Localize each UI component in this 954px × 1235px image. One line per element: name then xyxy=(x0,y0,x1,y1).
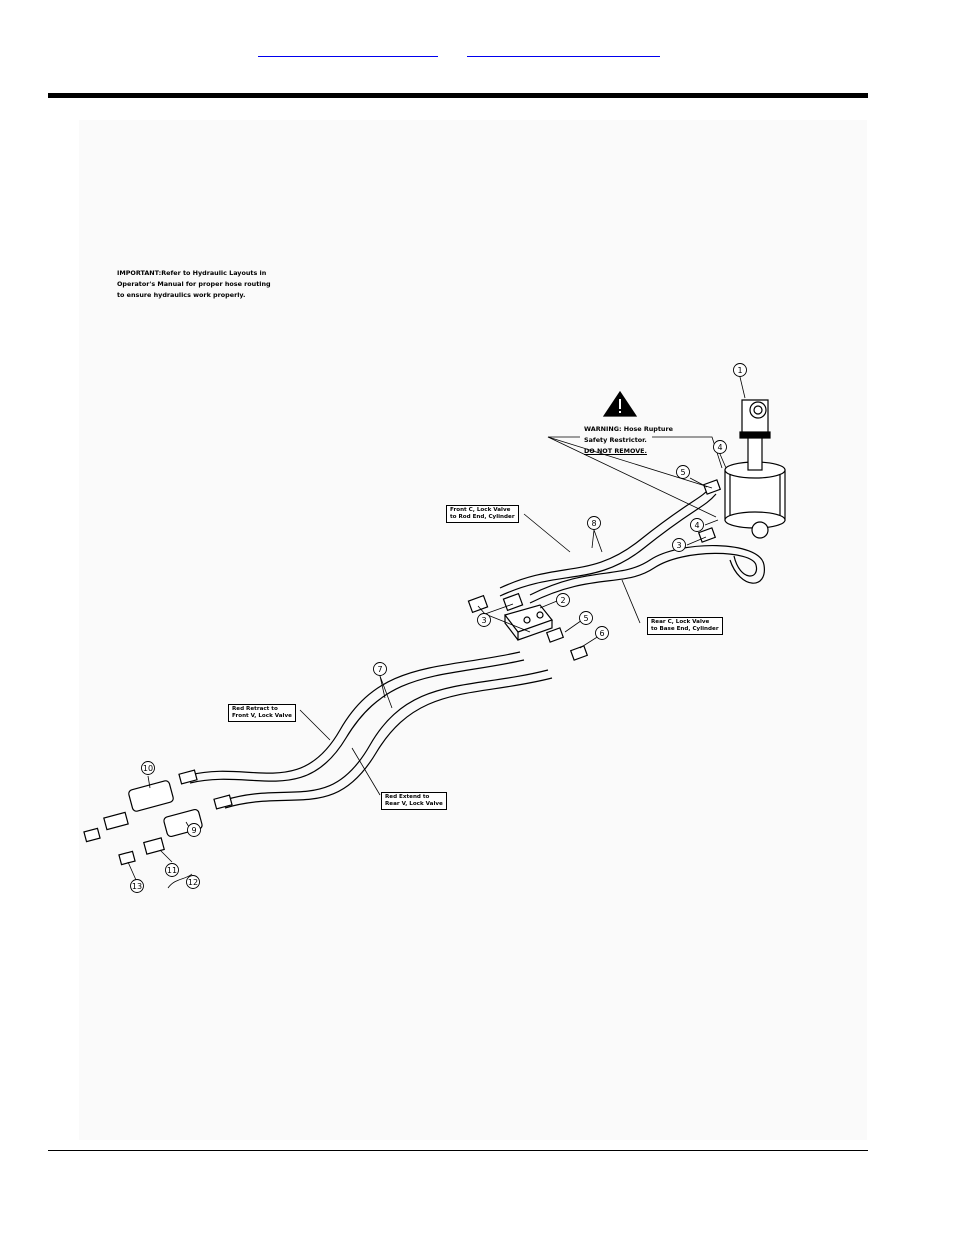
callout-leaders xyxy=(127,376,746,889)
warning-text: WARNING: Hose Rupture Safety Restrictor.… xyxy=(584,424,673,457)
label-rear-c-line-1: Rear C, Lock Valve xyxy=(651,619,710,625)
hose-8 xyxy=(499,485,765,604)
label-red-retract-line-2: Front V, Lock Valve xyxy=(232,713,292,719)
label-rear-c: Rear C, Lock Valve to Base End, Cylinder xyxy=(647,617,723,635)
label-red-extend-line-2: Rear V, Lock Valve xyxy=(385,801,443,807)
callout-4b: 4 xyxy=(694,521,699,530)
label-front-c-line-2: to Rod End, Cylinder xyxy=(450,514,515,520)
warning-line-1: WARNING: Hose Rupture xyxy=(584,425,673,433)
callout-3b: 3 xyxy=(676,541,681,550)
fittings xyxy=(178,479,722,810)
label-rear-c-line-2: to Base End, Cylinder xyxy=(651,626,719,632)
hose-7 xyxy=(189,651,553,809)
label-front-c: Front C, Lock Valve to Rod End, Cylinder xyxy=(446,505,519,523)
hydraulic-cylinder xyxy=(724,399,786,539)
nav-link-1[interactable] xyxy=(258,42,438,57)
diagram-panel xyxy=(79,120,867,1140)
quick-couplers xyxy=(83,780,203,866)
warning-line-2: Safety Restrictor. xyxy=(584,436,647,444)
callout-13: 13 xyxy=(132,882,142,891)
nav-link-2[interactable] xyxy=(467,42,660,57)
callout-12: 12 xyxy=(188,878,198,887)
callout-7: 7 xyxy=(377,665,382,674)
callout-10: 10 xyxy=(143,764,153,773)
warning-line-3: DO NOT REMOVE. xyxy=(584,447,647,455)
callout-6: 6 xyxy=(599,629,604,638)
label-red-retract-line-1: Red Retract to xyxy=(232,706,278,712)
callout-1: 1 xyxy=(737,366,742,375)
callout-8: 8 xyxy=(591,519,596,528)
note-line-3: to ensure hydraulics work properly. xyxy=(117,291,246,299)
important-note: IMPORTANT:Refer to Hydraulic Layouts in … xyxy=(117,268,277,301)
header-rule xyxy=(48,93,868,98)
callout-2: 2 xyxy=(560,596,565,605)
callout-5b: 5 xyxy=(583,614,588,623)
callout-11: 11 xyxy=(167,866,177,875)
note-line-1: IMPORTANT:Refer to Hydraulic Layouts in xyxy=(117,269,267,277)
callout-9: 9 xyxy=(191,826,196,835)
callout-4a: 4 xyxy=(717,443,722,452)
label-front-c-line-1: Front C, Lock Valve xyxy=(450,507,511,513)
footer-rule xyxy=(48,1150,868,1151)
note-line-2: Operator's Manual for proper hose routin… xyxy=(117,280,271,288)
label-red-extend-line-1: Red Extend to xyxy=(385,794,430,800)
label-red-extend: Red Extend to Rear V, Lock Valve xyxy=(381,792,447,810)
callout-balloons xyxy=(130,363,747,893)
lock-valve xyxy=(503,604,553,641)
callout-5a: 5 xyxy=(680,468,685,477)
label-red-retract: Red Retract to Front V, Lock Valve xyxy=(228,704,296,722)
callout-3a: 3 xyxy=(481,616,486,625)
